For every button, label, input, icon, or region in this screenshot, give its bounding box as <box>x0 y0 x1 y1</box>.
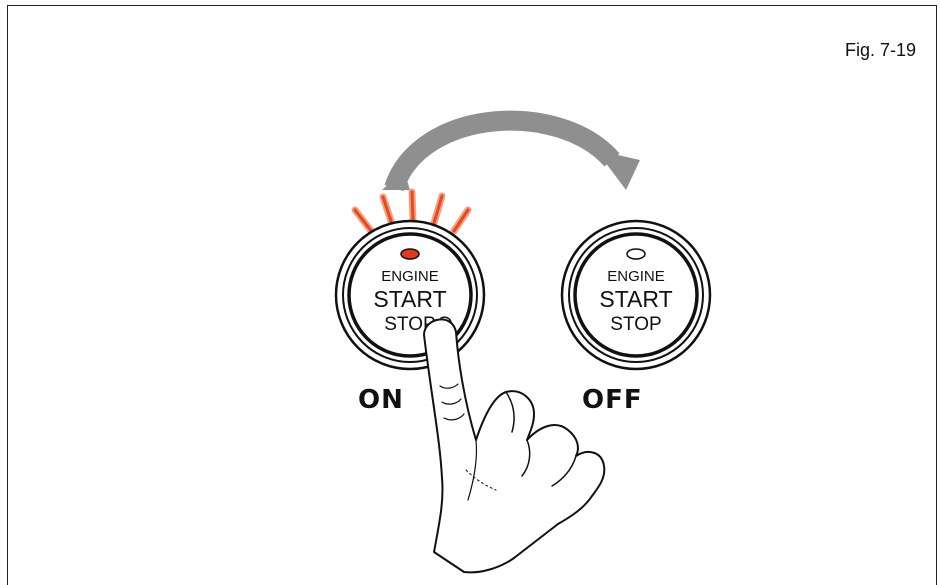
curved-arrow-icon <box>382 121 640 190</box>
indicator-light-on <box>401 249 419 259</box>
start-stop-button-off: ENGINE START STOP <box>562 221 710 369</box>
button-off-line-2: START <box>599 286 672 312</box>
hand-icon <box>424 317 604 572</box>
button-off-line-3: STOP <box>610 314 661 335</box>
indicator-light-off <box>627 249 645 259</box>
state-label-on: ON <box>358 385 404 415</box>
start-stop-button-on: ENGINE START STOP <box>336 221 484 369</box>
button-off-line-1: ENGINE <box>607 268 665 285</box>
state-label-off: OFF <box>582 385 643 415</box>
button-on-line-2: START <box>373 286 446 312</box>
button-on-line-1: ENGINE <box>381 268 439 285</box>
